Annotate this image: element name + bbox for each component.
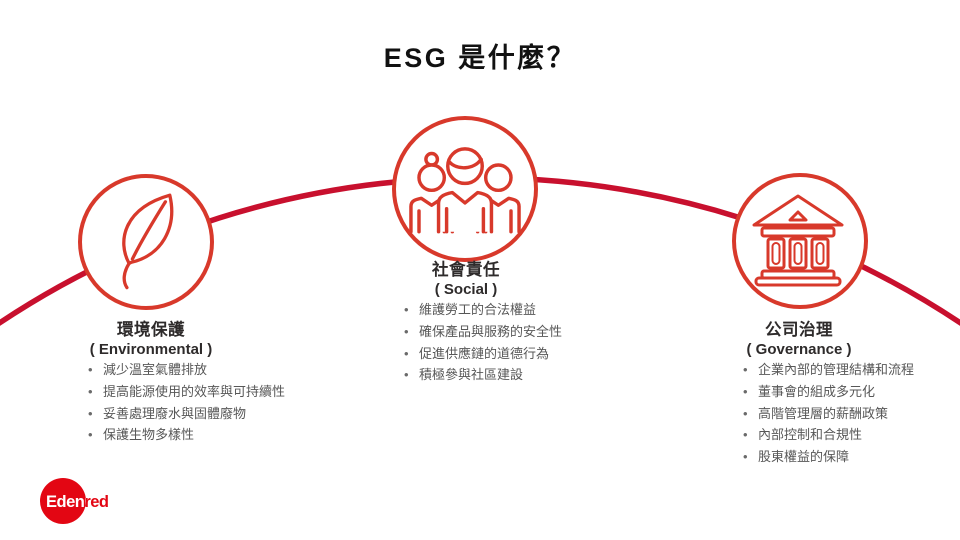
bullet-item: 促進供應鏈的道德行為: [403, 343, 576, 365]
environmental-circle: [78, 174, 214, 310]
section-social: 社會責任 ( Social ) 維護勞工的合法權益 確保產品與服務的安全性 促進…: [356, 260, 576, 386]
slide-title: ESG 是什麼？: [383, 43, 577, 73]
bullet-list: 減少溫室氣體排放 提高能源使用的效率與可持續性 妥善處理廢水與固體廢物 保護生物…: [87, 359, 285, 446]
bullet-item: 企業內部的管理結構和流程: [742, 359, 914, 381]
section-environmental: 環境保護 ( Environmental ) 減少溫室氣體排放 提高能源使用的效…: [41, 320, 285, 446]
bullet-item: 維護勞工的合法權益: [403, 299, 576, 321]
bullet-item: 保護生物多樣性: [87, 424, 261, 446]
section-heading-en: ( Environmental ): [89, 341, 213, 358]
bullet-item: 提高能源使用的效率與可持續性: [87, 381, 285, 403]
bullet-item: 確保產品與服務的安全性: [403, 321, 576, 343]
bullet-item: 股東權益的保障: [742, 446, 909, 468]
governance-circle: [732, 173, 868, 309]
circle-outline: [78, 174, 214, 310]
section-heading-zh: 公司治理: [765, 321, 833, 339]
edenred-logo-graphic: Edenred Edenred: [40, 478, 109, 524]
bank-icon: [752, 194, 844, 287]
social-circle: [392, 116, 538, 262]
section-governance: 公司治理 ( Governance ) 企業內部的管理結構和流程 董事會的組成多…: [689, 320, 914, 468]
section-heading-zh: 環境保護: [117, 321, 185, 339]
people-icon: [409, 147, 521, 234]
edenred-logo: Edenred Edenred: [36, 476, 136, 531]
bullet-item: 董事會的組成多元化: [742, 381, 909, 403]
section-heading-en: ( Social ): [434, 281, 498, 298]
logo-text-inner: Edenred: [46, 493, 109, 511]
logo-circle: [40, 478, 86, 524]
bullet-item: 減少溫室氣體排放: [87, 359, 261, 381]
bullet-item: 高階管理層的薪酬政策: [742, 403, 909, 425]
bullet-item: 內部控制和合規性: [742, 424, 909, 446]
bullet-item: 積極參與社區建設: [403, 364, 576, 386]
bullet-item: 妥善處理廢水與固體廢物: [87, 403, 261, 425]
section-heading-en: ( Governance ): [746, 341, 852, 358]
logo-text-outer: Edenred: [46, 493, 109, 511]
bullet-list: 維護勞工的合法權益 確保產品與服務的安全性 促進供應鏈的道德行為 積極參與社區建…: [403, 299, 576, 386]
circle-outline: [732, 173, 868, 309]
section-heading-zh: 社會責任: [432, 261, 500, 279]
bullet-list: 企業內部的管理結構和流程 董事會的組成多元化 高階管理層的薪酬政策 內部控制和合…: [742, 359, 914, 468]
circle-outline: [392, 116, 538, 262]
leaf-icon: [122, 193, 174, 290]
